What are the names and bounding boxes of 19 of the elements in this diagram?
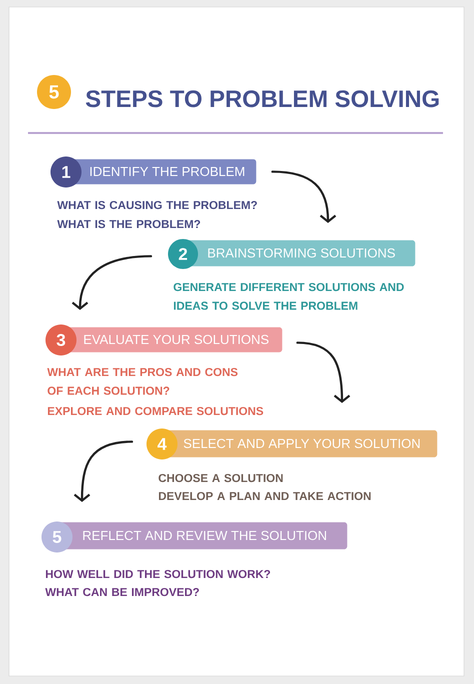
description-text: EXPLORE AND COMPARE SOLUTIONS — [48, 406, 264, 416]
description-text: WHAT IS THE PROBLEM? — [57, 220, 200, 228]
curved-arrow — [296, 342, 350, 403]
description-text: CHOOSE A SOLUTION — [158, 474, 283, 482]
number-badge: 4 — [146, 428, 178, 460]
description-text: WHAT ARE THE PROS AND CONS OF EACH SOLUTION? — [47, 368, 238, 395]
number-badge: 5 — [42, 522, 72, 552]
description-text: DEVELOP A PLAN AND TAKE ACTION — [158, 492, 371, 500]
title: STEPS TO PROBLEM SOLVING — [86, 90, 439, 108]
description-text: GENERATE DIFFERENT SOLUTIONS AND IDEAS TO SOLVE THE PROBLEM — [174, 282, 404, 310]
number-badge: 3 — [46, 324, 76, 356]
curved-arrow — [271, 170, 336, 223]
description-text: WHAT CAN BE IMPROVED? — [45, 588, 199, 596]
number-badge: 1 — [50, 156, 82, 188]
description-text: WHAT IS CAUSING THE PROBLEM? — [57, 200, 257, 210]
curved-arrow — [72, 255, 152, 310]
number-badge: 5 — [37, 75, 71, 109]
description-text: HOW WELL DID THE SOLUTION WORK? — [46, 570, 270, 578]
curved-arrow — [74, 440, 134, 502]
